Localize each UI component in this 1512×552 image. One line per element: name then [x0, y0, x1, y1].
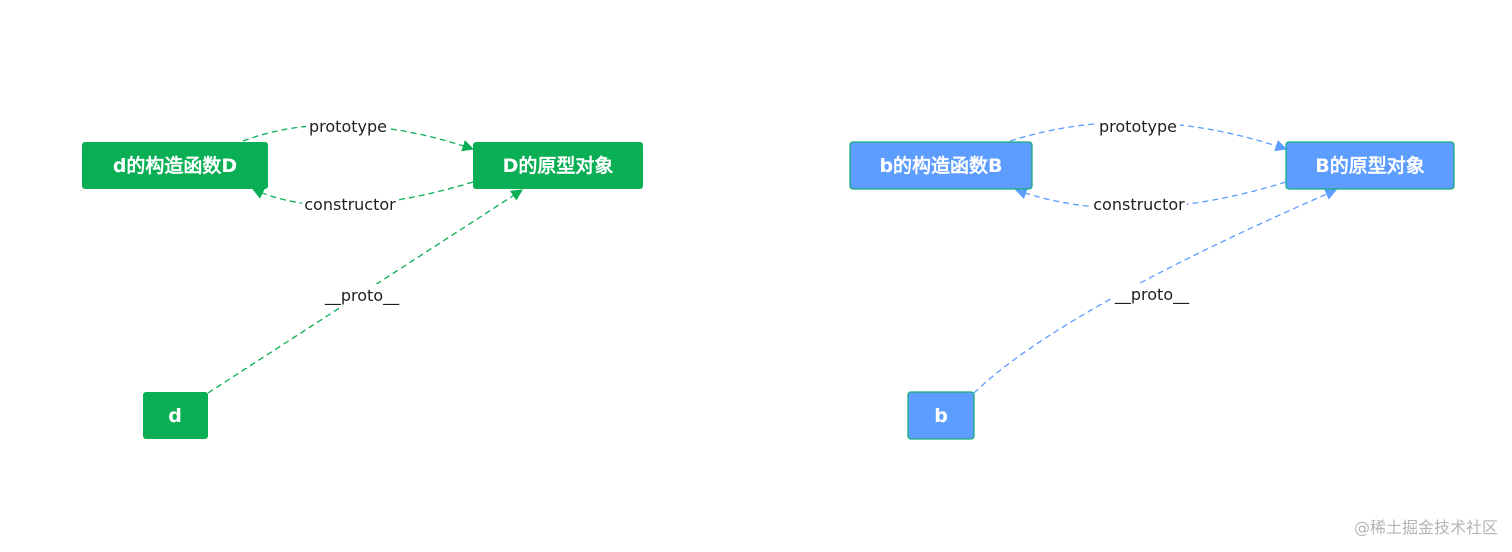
left-diagram: prototype constructor __proto__ d的构造函数D …: [82, 115, 643, 439]
left-edge-constructor-label: constructor: [304, 195, 396, 214]
left-edge-proto-label: __proto__: [324, 286, 400, 306]
right-constructor-node[interactable]: [849, 141, 1033, 190]
watermark: @稀土掘金技术社区: [1353, 518, 1498, 537]
right-edge-constructor: [1014, 181, 1287, 209]
right-prototype-node-label: B的原型对象: [1315, 154, 1424, 177]
left-edge-prototype-label: prototype: [309, 117, 387, 136]
right-diagram: prototype constructor __proto__ b的构造函数B …: [849, 115, 1455, 440]
left-constructor-node-label: d的构造函数D: [113, 154, 237, 177]
left-edge-prototype: [242, 124, 475, 152]
right-instance-node[interactable]: [907, 391, 975, 440]
right-constructor-node-label: b的构造函数B: [879, 154, 1002, 177]
right-edge-constructor-label: constructor: [1093, 195, 1185, 214]
left-instance-node-label: d: [168, 405, 182, 427]
right-edge-proto-label: __proto__: [1114, 285, 1190, 305]
left-edge-proto: [207, 189, 523, 394]
right-prototype-node[interactable]: [1285, 141, 1455, 190]
right-edge-proto: [973, 188, 1338, 394]
right-instance-node-label: b: [934, 405, 948, 427]
left-prototype-node-label: D的原型对象: [503, 154, 614, 177]
left-instance-node[interactable]: [143, 392, 208, 439]
right-edge-prototype-label: prototype: [1099, 117, 1177, 136]
left-prototype-node[interactable]: [473, 142, 643, 189]
left-constructor-node[interactable]: [82, 142, 268, 189]
left-edge-constructor: [251, 181, 474, 207]
